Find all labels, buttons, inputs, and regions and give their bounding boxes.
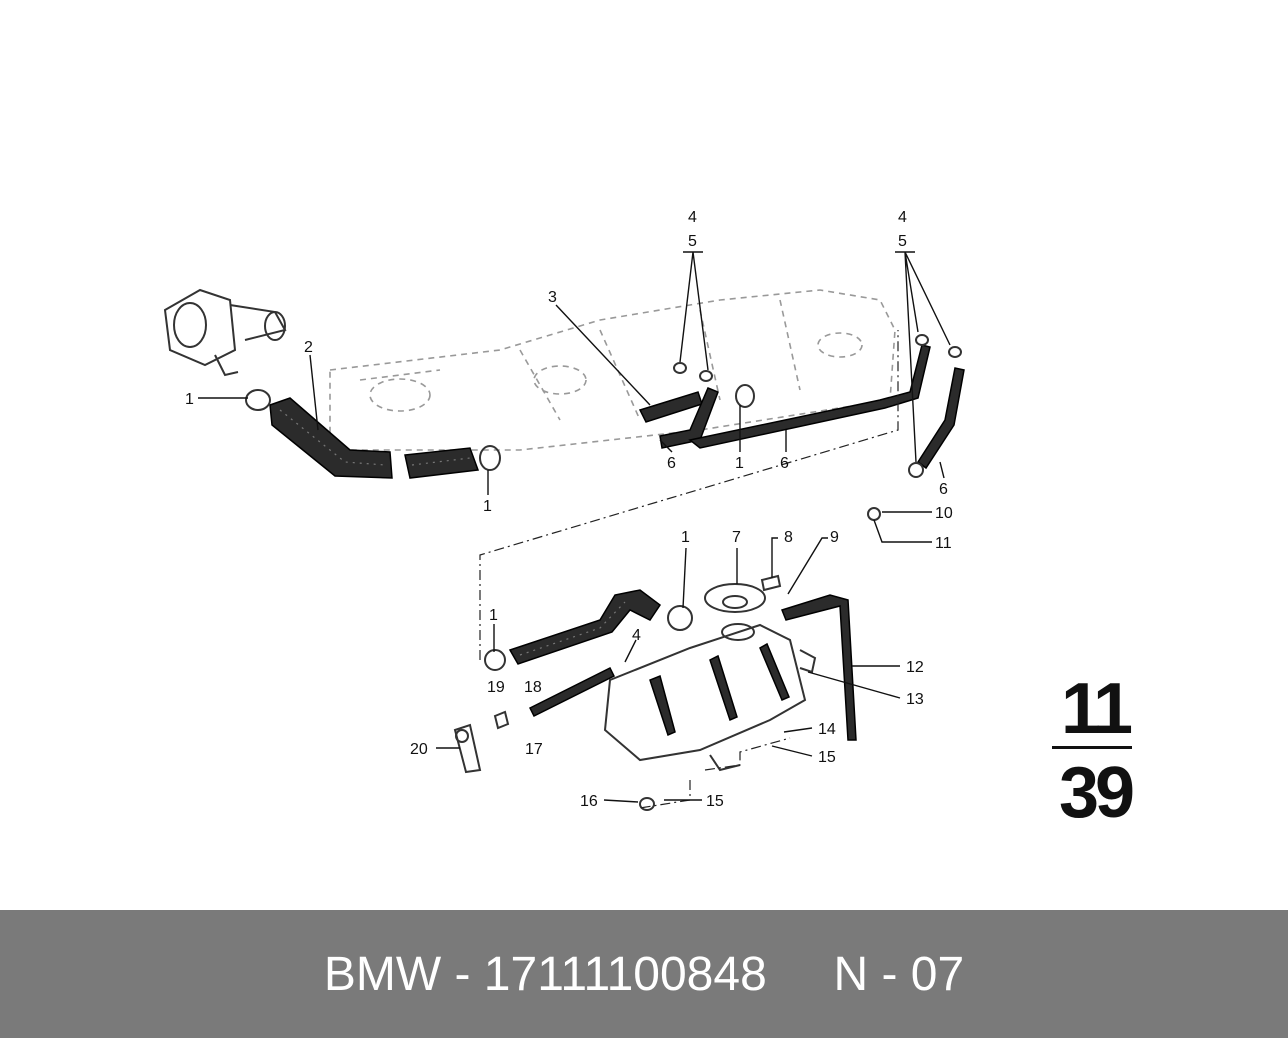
thermostat-housing <box>163 288 287 377</box>
callout-20: 20 <box>410 741 428 758</box>
parts-diagram: 1 2 3 4 5 4 5 1 6 1 6 6 10 11 1 7 8 9 12… <box>163 209 965 811</box>
callout-1: 1 <box>681 529 690 546</box>
callout-4: 4 <box>898 209 907 226</box>
callout-17: 17 <box>525 741 543 758</box>
callout-1: 1 <box>735 455 744 472</box>
callout-16: 16 <box>580 793 598 810</box>
callout-14: 14 <box>818 721 836 738</box>
footer-bar: BMW - 17111100848 N - 07 <box>0 910 1288 1038</box>
callout-5: 5 <box>898 233 907 250</box>
callout-1: 1 <box>489 607 498 624</box>
callout-3: 3 <box>548 289 557 306</box>
expansion-tank <box>603 623 817 772</box>
callout-7: 7 <box>732 529 741 546</box>
callout-5: 5 <box>688 233 697 250</box>
clamp-icons <box>245 334 962 671</box>
bolt-8 <box>760 574 782 592</box>
callout-13: 13 <box>906 691 924 708</box>
callout-6: 6 <box>939 481 948 498</box>
callout-labels: 1 2 3 4 5 4 5 1 6 1 6 6 10 11 1 7 8 9 12… <box>185 209 953 810</box>
callout-9: 9 <box>830 529 839 546</box>
callout-11: 11 <box>935 535 952 552</box>
callout-4: 4 <box>688 209 697 226</box>
callout-10: 10 <box>935 505 953 522</box>
callout-19: 19 <box>487 679 505 696</box>
hose-18 <box>508 589 662 665</box>
page-number-bottom: 39 <box>1058 753 1135 833</box>
callout-18: 18 <box>524 679 542 696</box>
callout-12: 12 <box>906 659 924 676</box>
hose-center <box>404 447 480 479</box>
engine-block-outline <box>329 289 896 451</box>
callout-6: 6 <box>780 455 789 472</box>
callout-4: 4 <box>632 627 641 644</box>
page-number-top: 11 <box>1060 669 1133 749</box>
callout-15: 15 <box>706 793 724 810</box>
callout-6: 6 <box>667 455 676 472</box>
bracket-20 <box>453 710 655 811</box>
hose-6-long <box>688 344 931 449</box>
radiator-cap <box>704 583 766 613</box>
callout-2: 2 <box>304 339 313 356</box>
footer-part-number: BMW - 17111100848 N - 07 <box>323 947 965 1001</box>
page-number-divider <box>1052 746 1132 749</box>
leader-lines <box>198 251 951 803</box>
hose-6-right <box>916 367 965 470</box>
callout-8: 8 <box>784 529 793 546</box>
hose-2 <box>269 397 393 479</box>
hose-12 <box>781 594 857 741</box>
hose-3 <box>638 387 719 449</box>
callout-1: 1 <box>483 498 492 515</box>
callout-1: 1 <box>185 391 194 408</box>
hose-17 <box>528 666 616 718</box>
callout-15: 15 <box>818 749 836 766</box>
